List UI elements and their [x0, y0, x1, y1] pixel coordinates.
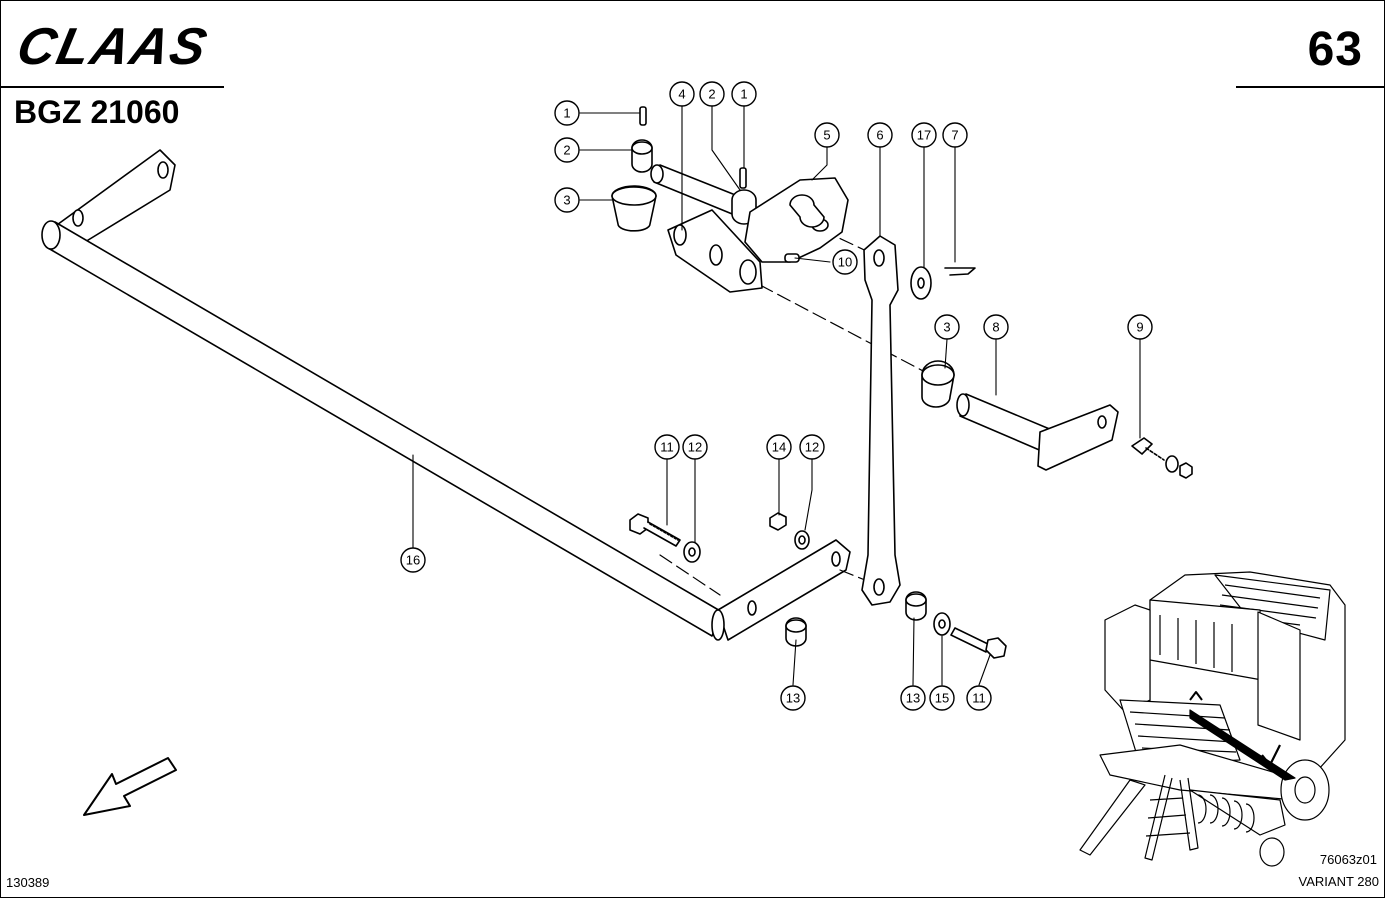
callout-15: 15 — [929, 685, 955, 711]
svg-text:10: 10 — [838, 255, 852, 270]
svg-text:6: 6 — [876, 128, 883, 143]
svg-text:15: 15 — [935, 691, 949, 706]
svg-text:2: 2 — [708, 87, 715, 102]
svg-text:12: 12 — [688, 440, 702, 455]
model-label: VARIANT 280 — [1298, 874, 1379, 889]
svg-text:9: 9 — [1136, 320, 1143, 335]
callout-1: 1 — [554, 100, 580, 126]
svg-text:12: 12 — [805, 440, 819, 455]
document-code: BGZ 21060 — [14, 94, 180, 130]
callout-2: 2 — [699, 81, 725, 107]
callout-1: 1 — [731, 81, 757, 107]
callout-9: 9 — [1127, 314, 1153, 340]
callout-17: 17 — [911, 122, 937, 148]
svg-text:16: 16 — [406, 553, 420, 568]
figure-reference: 76063z01 — [1319, 852, 1377, 867]
svg-text:13: 13 — [906, 691, 920, 706]
svg-text:5: 5 — [823, 128, 830, 143]
part-6-link — [861, 235, 901, 606]
svg-text:11: 11 — [660, 440, 674, 455]
callout-6: 6 — [867, 122, 893, 148]
baler-overview-illustration — [1079, 571, 1346, 867]
svg-text:3: 3 — [943, 320, 950, 335]
callout-11: 11 — [966, 685, 992, 711]
svg-text:11: 11 — [972, 691, 986, 706]
arrow-down-left-icon — [83, 757, 177, 816]
callout-3: 3 — [554, 187, 580, 213]
svg-text:1: 1 — [563, 106, 570, 121]
part-8-pin-plate — [956, 393, 1119, 471]
callout-13: 13 — [900, 685, 926, 711]
header-rule-left — [0, 86, 224, 88]
callout-11: 11 — [654, 434, 680, 460]
callout-13: 13 — [780, 685, 806, 711]
pivot-assembly — [611, 106, 849, 293]
svg-text:8: 8 — [992, 320, 999, 335]
svg-text:4: 4 — [678, 87, 685, 102]
brand-text: CLAAS — [14, 20, 214, 70]
callout-3: 3 — [934, 314, 960, 340]
footer-left-code: 130389 — [6, 875, 50, 890]
svg-text:3: 3 — [563, 193, 570, 208]
part-16-tube — [41, 149, 851, 641]
claas-logo: CLAAS — [14, 20, 214, 70]
callout-12: 12 — [799, 434, 825, 460]
svg-text:17: 17 — [917, 128, 931, 143]
lower-right-hardware — [785, 591, 1007, 659]
part-7-clip — [944, 267, 976, 276]
callout-10: 10 — [832, 249, 858, 275]
callout-2: 2 — [554, 137, 580, 163]
callout-16: 16 — [400, 547, 426, 573]
callout-8: 8 — [983, 314, 1009, 340]
callout-14: 14 — [766, 434, 792, 460]
callout-7: 7 — [942, 122, 968, 148]
callout-12: 12 — [682, 434, 708, 460]
svg-text:14: 14 — [772, 440, 786, 455]
svg-text:2: 2 — [563, 143, 570, 158]
lower-left-hardware — [629, 512, 810, 563]
callout-5: 5 — [814, 122, 840, 148]
svg-text:13: 13 — [786, 691, 800, 706]
callout-4: 4 — [669, 81, 695, 107]
svg-text:1: 1 — [740, 87, 747, 102]
svg-text:7: 7 — [951, 128, 958, 143]
part-9-bolt — [1131, 437, 1193, 479]
header-rule-right — [1236, 86, 1385, 88]
page-number: 63 — [1307, 23, 1363, 76]
